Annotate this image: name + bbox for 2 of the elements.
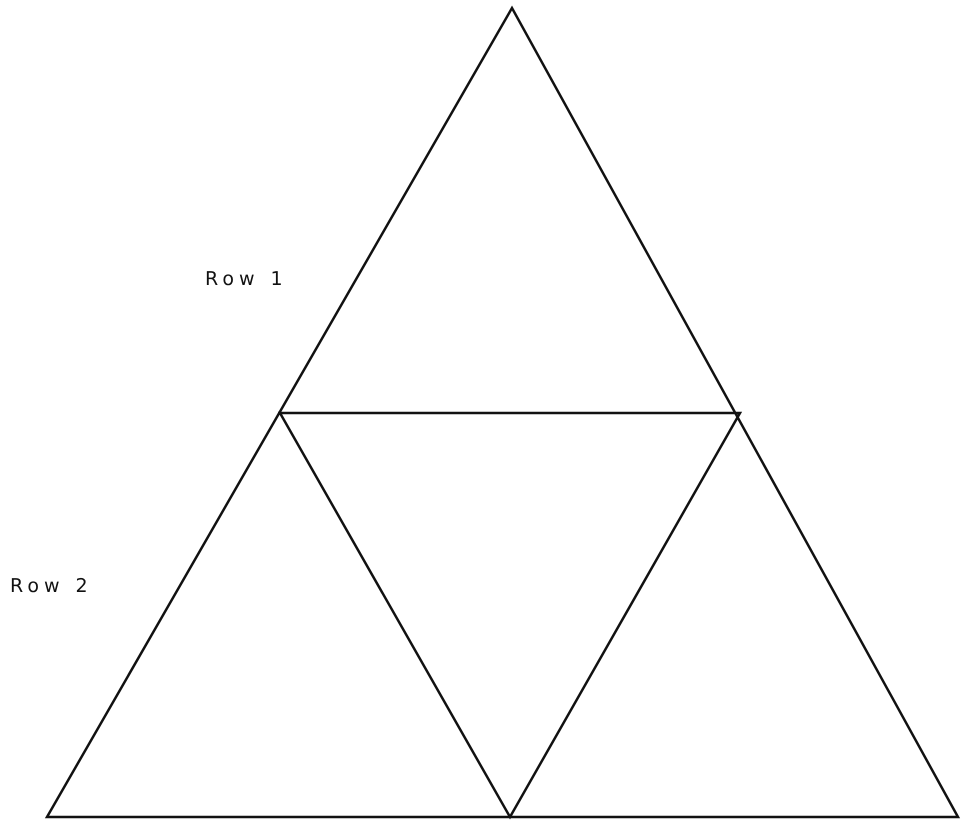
row-label: Row 2: [10, 575, 93, 597]
row-label: Row 1: [205, 268, 288, 290]
